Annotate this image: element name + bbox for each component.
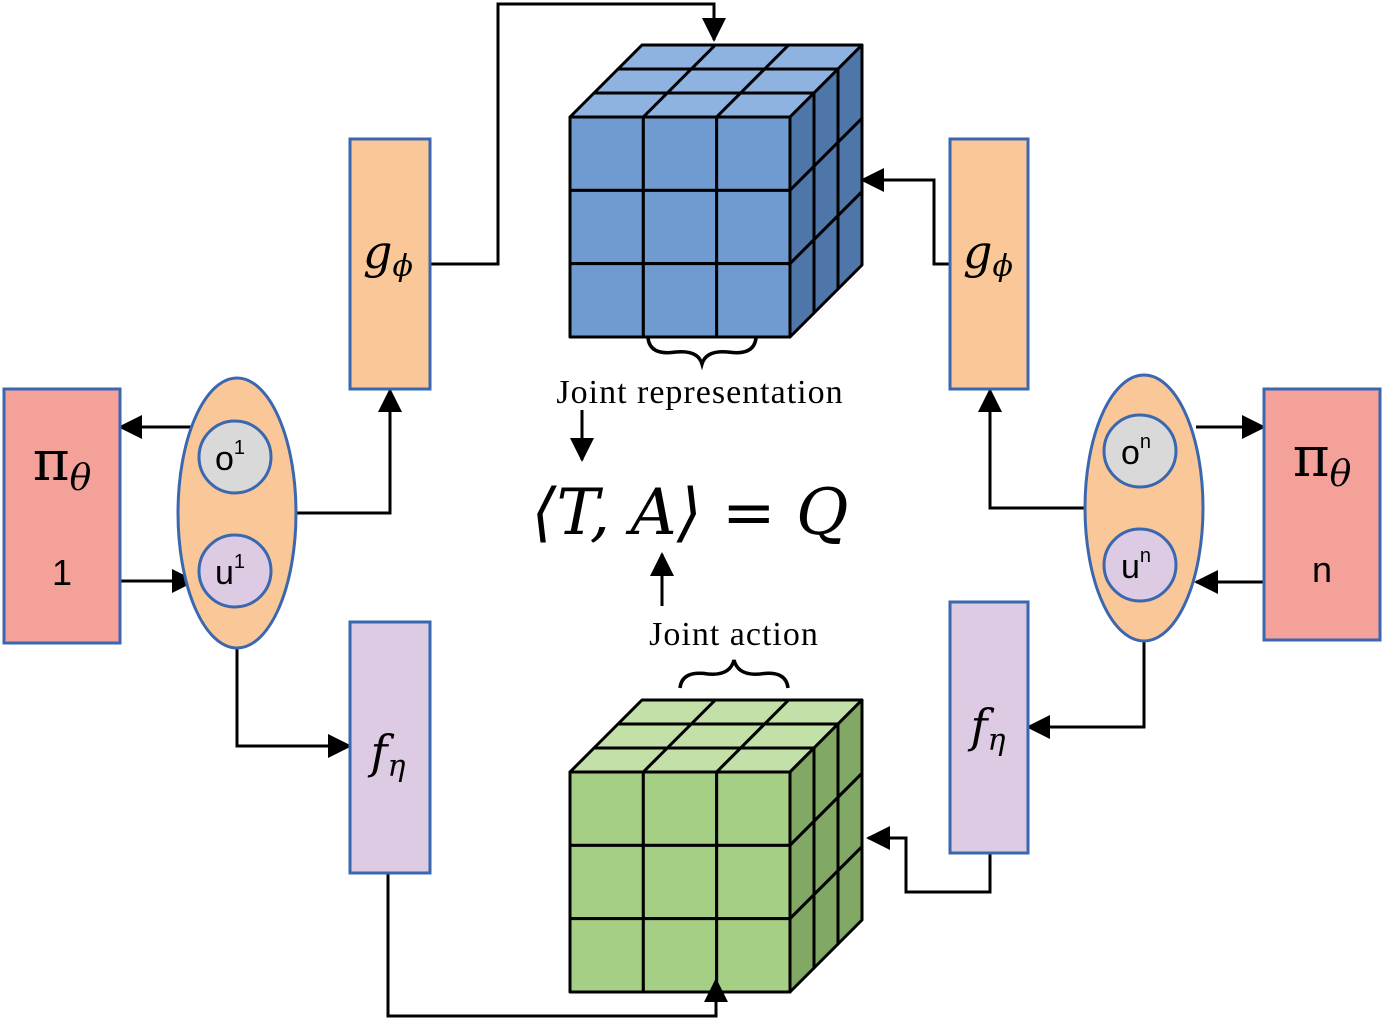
left-f-to-action-arrow <box>386 873 728 1018</box>
right-g-box <box>948 137 1030 391</box>
cube-front-cell <box>568 917 645 994</box>
right-action-circle <box>1102 527 1178 603</box>
left-policy-symbol: π <box>33 429 70 494</box>
svg-text:gϕ: gϕ <box>963 225 1013 284</box>
right-obs-base: o <box>1121 434 1140 472</box>
svg-text:fη: fη <box>367 725 405 784</box>
right-act-sup: n <box>1140 545 1151 567</box>
cube-front-cell <box>568 115 645 192</box>
svg-text:gϕ: gϕ <box>363 225 413 284</box>
svg-text:o1: o1 <box>215 437 245 478</box>
joint-representation-cube <box>568 43 864 339</box>
left-obs-sup: 1 <box>234 437 245 459</box>
right-g-param: ϕ <box>993 249 1013 284</box>
right-g-to-representation-arrow <box>860 168 950 266</box>
joint-action-cube <box>568 698 864 994</box>
right-obs-sup: n <box>1140 431 1151 453</box>
right-ellipse-to-f-arrow <box>1026 640 1146 739</box>
left-act-sup: 1 <box>234 551 245 573</box>
left-ellipse-to-g-arrow <box>296 388 402 515</box>
right-policy-index: n <box>1312 549 1332 590</box>
right-ellipse-to-g-arrow <box>978 388 1086 510</box>
right-policy-param: θ <box>1330 454 1352 495</box>
cube-front-cell <box>641 770 719 847</box>
cube-front-cell <box>715 917 792 994</box>
left-ellipse-to-f-arrow <box>235 648 352 758</box>
right-policy-box <box>1262 387 1382 642</box>
cube-side-cell <box>836 845 864 946</box>
left-policy-param: θ <box>70 458 92 499</box>
cube-front-cell <box>715 770 792 847</box>
right-f-param: η <box>988 723 1006 758</box>
left-policy-index: 1 <box>52 552 72 593</box>
left-policy-box <box>2 387 122 645</box>
equation: ⟨T, A⟩ = Q <box>532 476 849 550</box>
cube-front-cell <box>641 115 719 192</box>
svg-text:πθ: πθ <box>33 429 92 499</box>
left-g-param: ϕ <box>393 249 413 284</box>
left-f-param: η <box>388 749 406 784</box>
cube-side-cell <box>836 190 864 291</box>
right-f-to-action-arrow <box>866 826 992 894</box>
right-observation-circle <box>1102 413 1178 489</box>
cube-front-cell <box>568 843 645 921</box>
cube-front-cell <box>568 770 645 847</box>
right-act-base: u <box>1121 548 1140 586</box>
cube-front-cell <box>568 188 645 266</box>
left-observation-circle <box>197 419 273 495</box>
left-act-base: u <box>215 554 234 592</box>
cube-front-cell <box>641 917 719 994</box>
left-action-circle <box>197 533 273 609</box>
representation-brace <box>646 337 758 371</box>
left-f-box <box>348 620 432 875</box>
cube-front-cell <box>641 188 719 266</box>
cube-front-cell <box>715 262 792 339</box>
cube-front-cell <box>641 262 719 339</box>
action-brace <box>678 659 790 689</box>
cube-front-cell <box>715 115 792 192</box>
right-agent: πθ n on un gϕ fη <box>948 137 1382 855</box>
joint-action-label: Joint action <box>649 616 819 653</box>
connectors <box>118 2 1266 1018</box>
cube-front-cell <box>715 188 792 266</box>
right-policy-symbol: π <box>1293 425 1330 490</box>
svg-text:πθ: πθ <box>1293 425 1352 495</box>
svg-text:on: on <box>1121 431 1151 472</box>
svg-text:u1: u1 <box>215 551 245 592</box>
cube-front-cell <box>715 843 792 921</box>
left-g-symbol: g <box>363 225 392 279</box>
left-g-to-representation-arrow <box>430 2 726 266</box>
left-obs-base: o <box>215 440 234 478</box>
cube-front-cell <box>568 262 645 339</box>
right-f-box <box>948 600 1030 855</box>
left-agent: πθ 1 o1 u1 gϕ fη <box>2 137 432 875</box>
cube-front-cell <box>641 843 719 921</box>
right-g-symbol: g <box>963 225 992 279</box>
joint-representation-label: Joint representation <box>556 374 843 411</box>
left-g-box <box>348 137 432 391</box>
svg-text:un: un <box>1121 545 1151 586</box>
